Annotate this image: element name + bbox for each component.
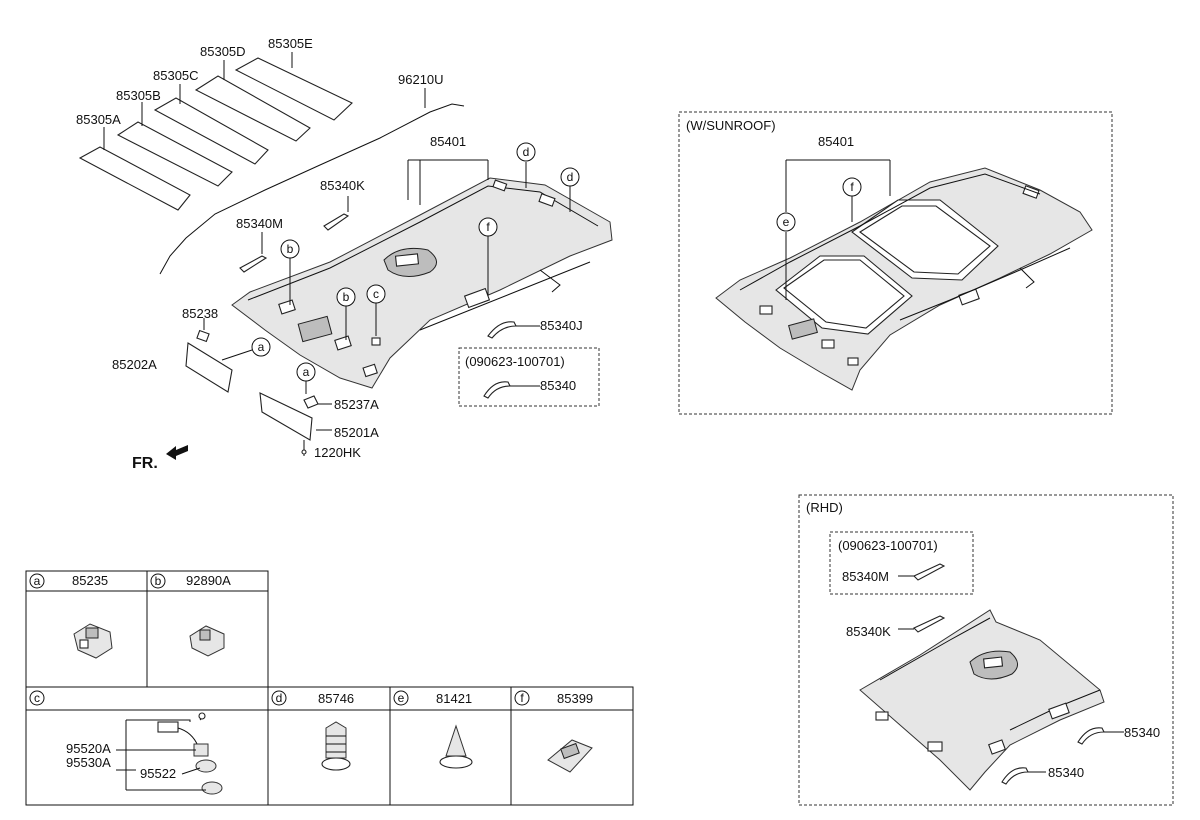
- label-85201A: 85201A: [334, 425, 379, 440]
- legend-letter-e: e: [398, 691, 405, 705]
- label-1220HK: 1220HK: [314, 445, 361, 460]
- legend-part-e: 81421: [436, 691, 472, 706]
- assist-grip-85340M: [239, 232, 268, 273]
- label-85401: 85401: [430, 134, 466, 149]
- legend-table: [25, 570, 634, 806]
- label-85238: 85238: [182, 306, 218, 321]
- part-85399-icon: [547, 739, 593, 773]
- letter-d-1: d: [523, 145, 530, 159]
- letter-d-2: d: [567, 170, 574, 184]
- sunroof-label-85401: 85401: [818, 134, 854, 149]
- sunroof-panel-frame: [678, 111, 1113, 415]
- roof-pad-leaders: [103, 52, 293, 150]
- legend-part-b: 92890A: [186, 573, 231, 588]
- legend-letter-f: f: [520, 691, 524, 705]
- part-92890A-icon: [189, 625, 225, 657]
- rhd-grip-85340-a: [1077, 727, 1124, 745]
- front-label: FR.: [132, 455, 158, 472]
- assist-grip-85340J: [487, 321, 540, 339]
- label-85340J: 85340J: [540, 318, 583, 333]
- label-85305C: 85305C: [153, 68, 199, 83]
- legend-letter-a: a: [34, 574, 41, 588]
- rhd-panel-frame: [798, 494, 1174, 806]
- rhd-date-range: (090623-100701): [838, 538, 938, 553]
- part-85746-icon: [321, 721, 351, 771]
- label-85305A: 85305A: [76, 112, 121, 127]
- legend-part-f: 85399: [557, 691, 593, 706]
- letter-a-2: a: [303, 365, 310, 379]
- legend-letter-d: d: [276, 691, 283, 705]
- sun-visor-85202A: [185, 318, 271, 393]
- assist-grip-85340: [483, 381, 540, 399]
- rhd-grip-85340-b: [1001, 767, 1046, 785]
- label-85340M: 85340M: [236, 216, 283, 231]
- rhd-panel-title: (RHD): [806, 500, 843, 515]
- legend-part-d: 85746: [318, 691, 354, 706]
- sun-visor-85201A: [259, 362, 332, 456]
- letter-b-1: b: [287, 242, 294, 256]
- legend-part-a: 85235: [72, 573, 108, 588]
- legend-letter-b: b: [155, 574, 162, 588]
- legend-part-c-3: 95522: [140, 766, 176, 781]
- sunroof-letter-e: e: [783, 215, 790, 229]
- sunroof-headliner: [715, 159, 1093, 391]
- label-85202A: 85202A: [112, 357, 157, 372]
- rhd-grip-85340M: [898, 563, 946, 581]
- assist-grip-85340K: [323, 196, 350, 231]
- rhd-variant-box: [829, 531, 974, 595]
- variant-box: [458, 347, 600, 407]
- label-85305D: 85305D: [200, 44, 246, 59]
- label-85305E: 85305E: [268, 36, 313, 51]
- rhd-label-85340K: 85340K: [846, 624, 891, 639]
- letter-f-1: f: [486, 220, 490, 234]
- rhd-label-85340M: 85340M: [842, 569, 889, 584]
- letter-c-1: c: [373, 287, 379, 301]
- roof-pads: [78, 57, 353, 211]
- rhd-headliner: [859, 609, 1105, 791]
- legend-letter-c: c: [34, 691, 40, 705]
- part-85235-icon: [73, 623, 113, 659]
- main-headliner: [231, 159, 613, 389]
- part-c-assembly-icon: [116, 712, 223, 795]
- part-81421-icon: [439, 724, 473, 769]
- letter-b-2: b: [343, 290, 350, 304]
- label-85305B: 85305B: [116, 88, 161, 103]
- legend-part-c-1: 95520A: [66, 741, 111, 756]
- sunroof-letter-f: f: [850, 180, 854, 194]
- letter-a-1: a: [258, 340, 265, 354]
- front-arrow-icon: [166, 445, 188, 460]
- label-85340K: 85340K: [320, 178, 365, 193]
- rhd-label-85340-a: 85340: [1124, 725, 1160, 740]
- label-96210U: 96210U: [398, 72, 444, 87]
- letter-callouts-main: [280, 142, 580, 340]
- variant-date-range: (090623-100701): [465, 354, 565, 369]
- rhd-grip-85340K: [898, 615, 946, 633]
- label-85340: 85340: [540, 378, 576, 393]
- roof-panel-outline: [159, 103, 465, 275]
- label-85237A: 85237A: [334, 397, 379, 412]
- rhd-label-85340-b: 85340: [1048, 765, 1084, 780]
- legend-part-c-2: 95530A: [66, 755, 111, 770]
- sunroof-panel-title: (W/SUNROOF): [686, 118, 776, 133]
